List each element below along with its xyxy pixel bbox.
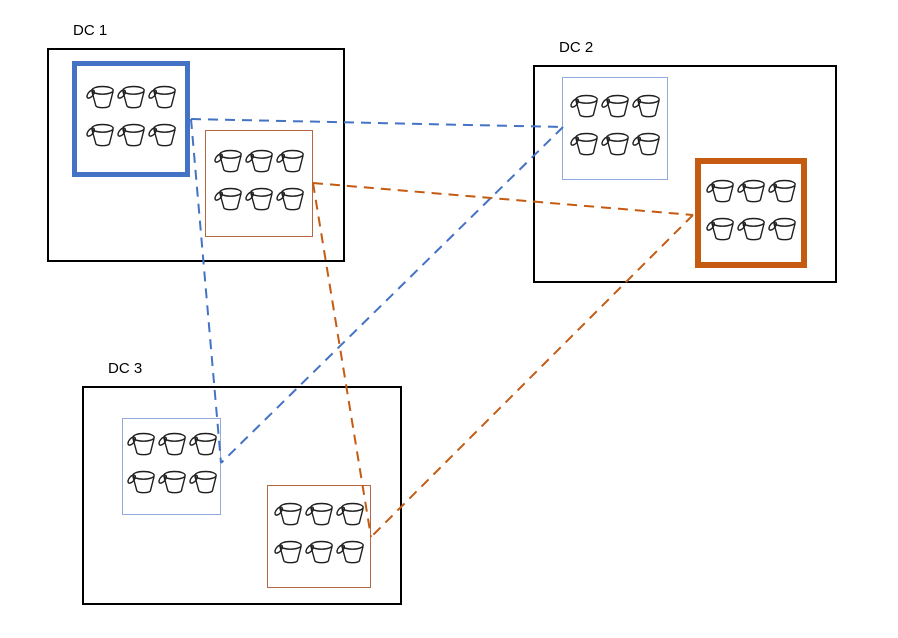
- bucket-icon: [126, 432, 155, 456]
- datacenter-dc3: DC 3: [82, 360, 402, 605]
- bucket-group-dc2-blue-replica: [562, 77, 668, 180]
- bucket-icon: [86, 85, 114, 108]
- bucket-icon: [276, 149, 304, 173]
- bucket-grid: [569, 92, 661, 159]
- bucket-grid: [705, 177, 797, 244]
- bucket-icon: [706, 179, 734, 202]
- bucket-icon: [601, 94, 629, 118]
- bucket-icon: [274, 502, 302, 526]
- datacenter-dc2: DC 2: [533, 39, 837, 283]
- bucket-group-dc1-blue-primary: [72, 61, 190, 177]
- bucket-icon: [336, 502, 364, 526]
- bucket-icon: [768, 217, 796, 240]
- bucket-icon: [214, 187, 242, 211]
- bucket-icon: [245, 187, 273, 211]
- bucket-grid: [85, 83, 177, 150]
- bucket-group-dc3-blue-replica: [122, 418, 221, 515]
- bucket-icon: [570, 132, 598, 156]
- bucket-icon: [117, 85, 145, 108]
- bucket-grid: [213, 147, 305, 214]
- bucket-icon: [601, 132, 629, 156]
- bucket-icon: [305, 540, 333, 564]
- bucket-icon: [157, 470, 186, 494]
- bucket-icon: [214, 149, 242, 173]
- bucket-icon: [188, 470, 217, 494]
- bucket-icon: [305, 502, 333, 526]
- bucket-icon: [245, 149, 273, 173]
- datacenter-dc1-label: DC 1: [73, 22, 108, 39]
- bucket-icon: [188, 432, 217, 456]
- bucket-icon: [632, 132, 660, 156]
- datacenter-dc1: DC 1: [47, 22, 345, 262]
- bucket-grid: [273, 500, 365, 567]
- bucket-icon: [737, 179, 765, 202]
- bucket-icon: [706, 217, 734, 240]
- bucket-grid: [126, 430, 218, 497]
- bucket-icon: [148, 123, 176, 146]
- bucket-group-dc3-orange-replica: [267, 485, 371, 588]
- bucket-icon: [148, 85, 176, 108]
- bucket-icon: [157, 432, 186, 456]
- bucket-icon: [276, 187, 304, 211]
- bucket-icon: [768, 179, 796, 202]
- bucket-icon: [632, 94, 660, 118]
- datacenter-dc3-label: DC 3: [108, 360, 143, 377]
- bucket-icon: [570, 94, 598, 118]
- bucket-group-dc2-orange-primary: [695, 158, 807, 268]
- bucket-icon: [86, 123, 114, 146]
- bucket-icon: [737, 217, 765, 240]
- bucket-icon: [126, 470, 155, 494]
- datacenter-dc2-label: DC 2: [559, 39, 594, 56]
- bucket-icon: [117, 123, 145, 146]
- bucket-icon: [336, 540, 364, 564]
- bucket-group-dc1-orange-replica: [205, 130, 313, 237]
- bucket-icon: [274, 540, 302, 564]
